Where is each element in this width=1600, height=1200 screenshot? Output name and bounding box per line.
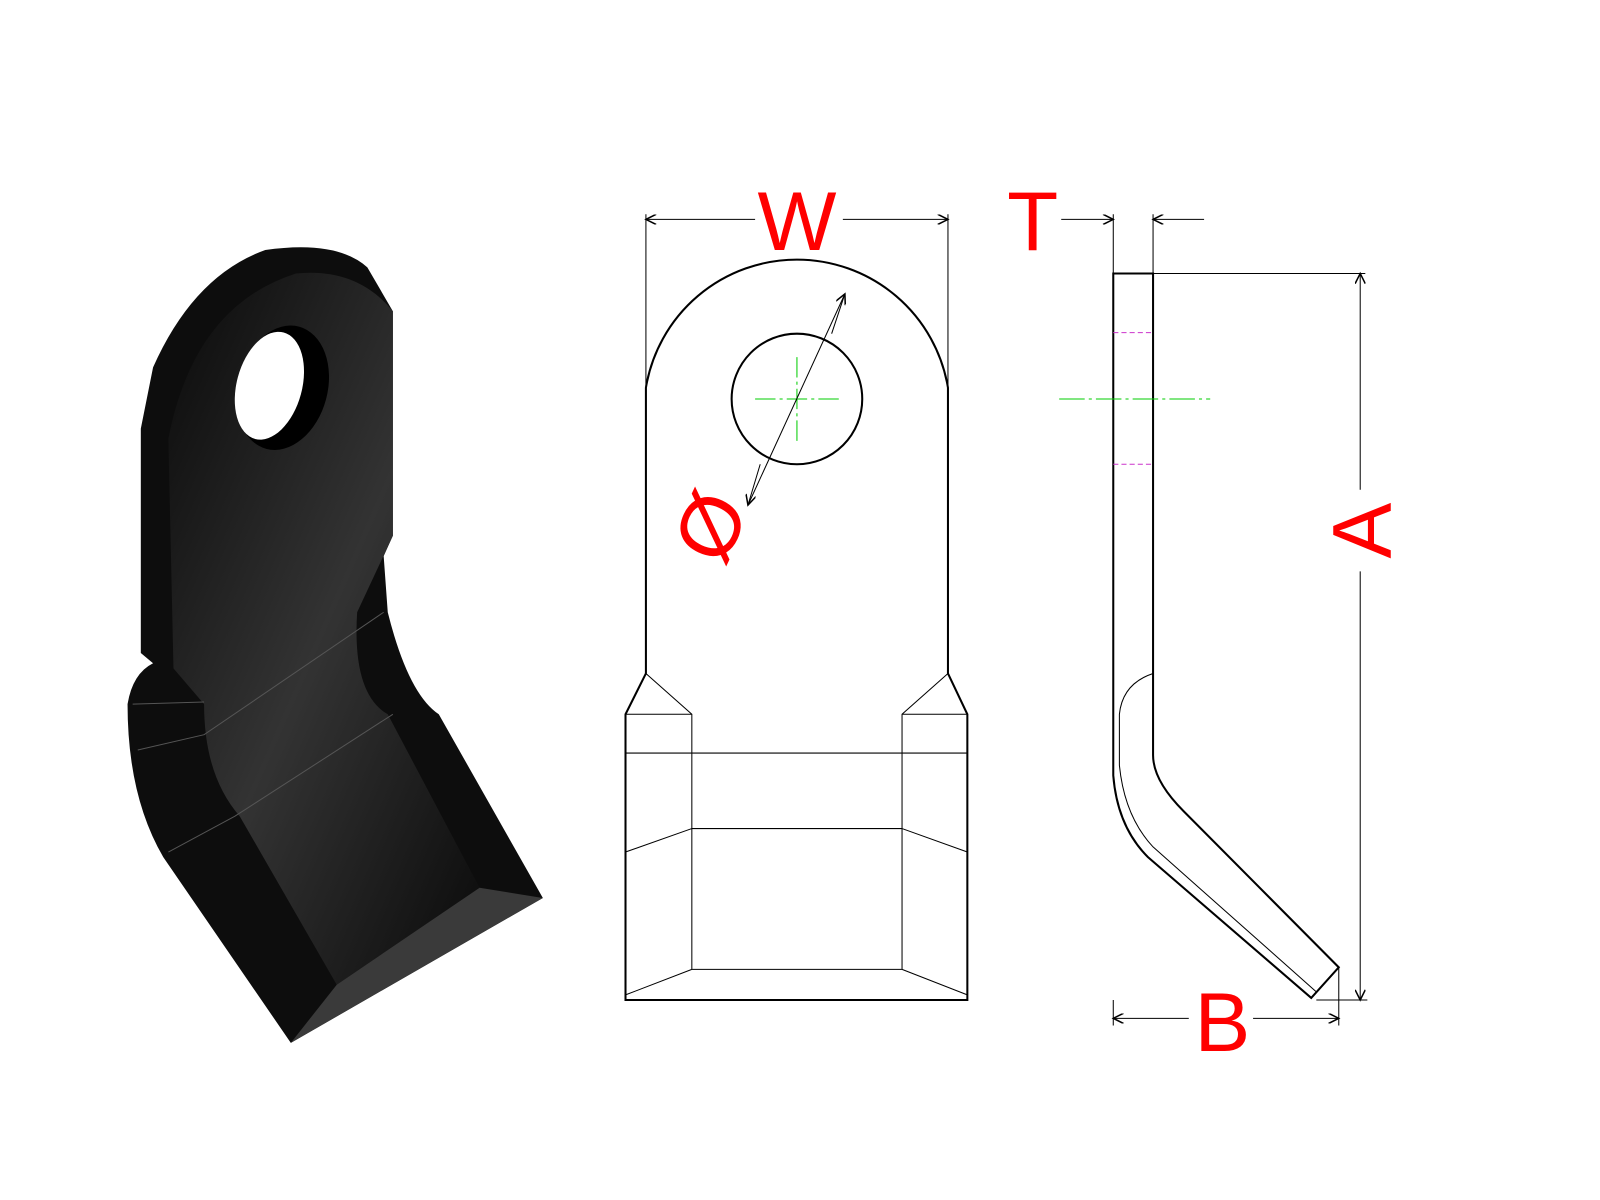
width-label: W	[757, 174, 836, 268]
isometric-blade-view	[127, 247, 543, 1043]
offset-label: B	[1195, 975, 1251, 1069]
mounting-hole	[730, 332, 864, 466]
length-label: A	[1315, 503, 1409, 559]
side-view: T A B	[1007, 174, 1409, 1069]
front-view: W Ø	[624, 174, 969, 1002]
hole-diameter-label: Ø	[654, 477, 767, 576]
thickness-label: T	[1007, 174, 1058, 268]
